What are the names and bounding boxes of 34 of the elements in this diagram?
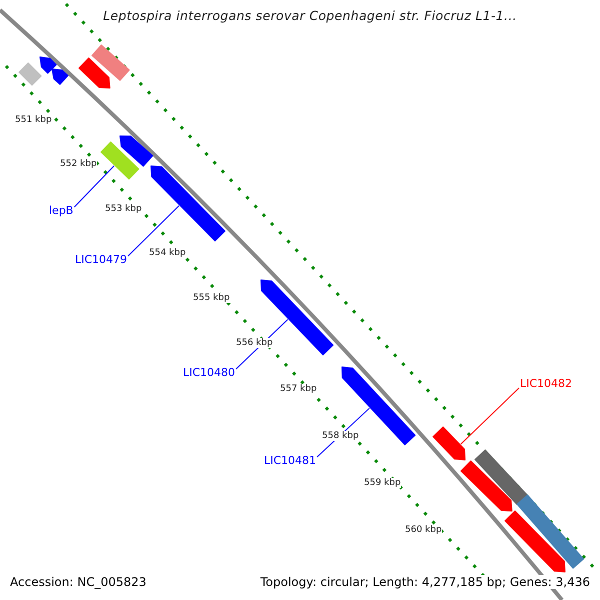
gene-label: LIC10479	[75, 253, 128, 266]
gene-feature	[120, 136, 153, 166]
gene-feature	[461, 460, 512, 511]
gene-feature	[101, 142, 139, 180]
gene-label: LIC10480	[183, 366, 236, 379]
gene-feature	[516, 495, 584, 569]
scale-label: 556 kbp	[236, 338, 273, 348]
gene-feature	[151, 166, 225, 241]
leader-line	[460, 388, 520, 445]
scale-label: 553 kbp	[105, 204, 142, 214]
gene-feature	[92, 44, 130, 80]
scale-label: 557 kbp	[280, 384, 317, 394]
gene-feature	[474, 450, 528, 505]
scale-label: 558 kbp	[322, 431, 359, 441]
gene-feature	[19, 63, 42, 86]
accession-text: Accession: NC_005823	[10, 575, 146, 589]
gene-label: lepB	[49, 204, 74, 217]
scale-label: 552 kbp	[60, 159, 97, 169]
scale-label: 559 kbp	[364, 478, 401, 488]
gene-label: LIC10482	[520, 377, 572, 390]
gene-feature	[40, 57, 56, 74]
scale-label: 555 kbp	[193, 293, 230, 303]
gene-feature	[52, 69, 68, 84]
gene-feature	[79, 58, 110, 88]
scale-label: 560 kbp	[405, 525, 442, 535]
gene-label: LIC10481	[264, 454, 316, 467]
scale-label: 551 kbp	[15, 115, 52, 125]
gene-feature	[432, 427, 465, 460]
gene-feature	[342, 367, 416, 445]
genome-info-text: Topology: circular; Length: 4,277,185 bp; Genes: 3,436	[260, 575, 590, 589]
title: Leptospira interrogans serovar Copenhageni str. Fiocruz L1-1...	[102, 8, 518, 23]
leader-line	[128, 205, 180, 256]
gene-feature	[505, 511, 565, 572]
leader-line	[74, 165, 115, 208]
